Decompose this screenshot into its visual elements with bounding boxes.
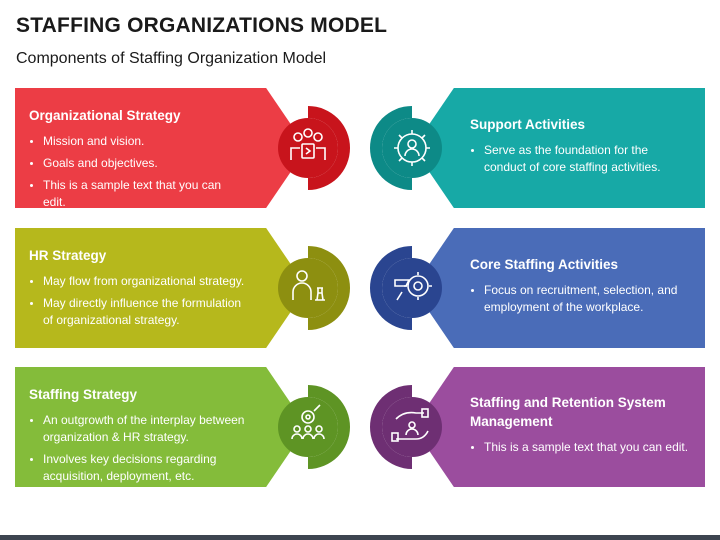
ring-organizational-strategy [278, 106, 350, 190]
bullet-item: This is a sample text that you can edit. [484, 439, 689, 456]
bullet-list: Serve as the foundation for the conduct … [470, 142, 689, 181]
bullet-list: This is a sample text that you can edit. [470, 439, 689, 461]
footer-bar [0, 535, 720, 540]
card-heading: HR Strategy [29, 248, 107, 263]
bullet-list: Mission and vision. Goals and objectives… [29, 133, 247, 208]
bullet-list: An outgrowth of the interplay between or… [29, 412, 247, 485]
card-staffing-retention-management: Staffing and Retention System Management… [413, 367, 705, 487]
ring-staffing-retention-management [370, 385, 442, 469]
ring-core-staffing-activities [370, 246, 442, 330]
card-heading: Organizational Strategy [29, 108, 181, 123]
bullet-item: Serve as the foundation for the conduct … [484, 142, 689, 176]
card-heading: Staffing and Retention System Management [470, 395, 666, 429]
bullet-item: Goals and objectives. [43, 155, 247, 172]
card-organizational-strategy: Organizational Strategy Mission and visi… [15, 88, 307, 208]
bullet-list: May flow from organizational strategy. M… [29, 273, 247, 329]
bullet-item: Involves key decisions regarding acquisi… [43, 451, 247, 485]
page-title: STAFFING ORGANIZATIONS MODEL [16, 14, 388, 37]
card-hr-strategy: HR Strategy May flow from organizational… [15, 228, 307, 348]
card-core-staffing-activities: Core Staffing Activities Focus on recrui… [413, 228, 705, 348]
gear-person-icon [394, 130, 430, 166]
card-heading: Core Staffing Activities [470, 257, 619, 272]
bullet-item: Focus on recruitment, selection, and emp… [484, 282, 689, 316]
hand-care-icon [391, 408, 429, 442]
bullet-item: An outgrowth of the interplay between or… [43, 412, 247, 446]
bullet-list: Focus on recruitment, selection, and emp… [470, 282, 689, 321]
card-support-activities: Support Activities Serve as the foundati… [413, 88, 705, 208]
ring-staffing-strategy [278, 385, 350, 469]
bullet-item: May directly influence the formulation o… [43, 295, 247, 329]
card-heading: Support Activities [470, 117, 586, 132]
team-meeting-icon [290, 128, 326, 160]
card-staffing-strategy: Staffing Strategy An outgrowth of the in… [15, 367, 307, 487]
card-heading: Staffing Strategy [29, 387, 138, 402]
bullet-item: Mission and vision. [43, 133, 247, 150]
search-gear-icon [394, 272, 432, 301]
page-subtitle: Components of Staffing Organization Mode… [16, 50, 327, 67]
ring-hr-strategy [278, 246, 350, 330]
people-target-icon [291, 404, 325, 440]
strategist-chess-icon [292, 270, 325, 301]
bullet-item: May flow from organizational strategy. [43, 273, 247, 290]
ring-support-activities [370, 106, 442, 190]
bullet-item: This is a sample text that you can edit. [43, 177, 247, 208]
